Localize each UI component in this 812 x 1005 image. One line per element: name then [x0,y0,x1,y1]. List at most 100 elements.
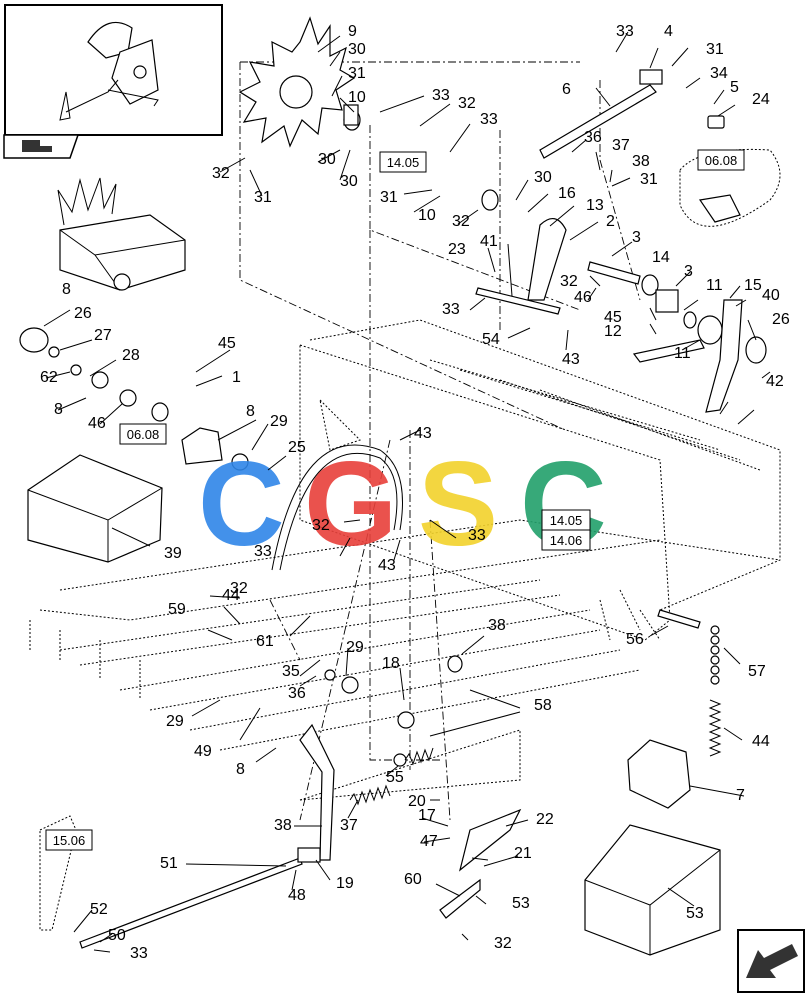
reference-box-3[interactable]: 06.08 [119,423,167,445]
reference-box-4[interactable]: 14.05 [541,509,591,531]
cover-left [27,454,163,563]
callout-49: 49 [194,743,212,760]
callout-36: 36 [288,685,306,702]
clevis-21 [297,847,321,863]
callout-17: 17 [418,807,436,824]
callout-10: 10 [418,207,436,224]
callout-8: 8 [54,401,63,418]
callout-3: 3 [684,263,693,280]
lever-arm [539,69,663,159]
callout-33: 33 [468,527,486,544]
next-page-arrow-icon[interactable] [737,929,805,993]
callout-37: 37 [612,137,630,154]
reference-box-2[interactable]: 06.08 [697,149,745,171]
callout-44: 44 [222,587,240,604]
bracket-plate [632,339,705,363]
callout-32: 32 [494,935,512,952]
callout-54: 54 [482,331,500,348]
bearing-right [397,711,415,729]
callout-23: 23 [448,241,466,258]
callout-13: 13 [586,197,604,214]
callout-15: 15 [744,277,762,294]
callout-25: 25 [288,439,306,456]
callout-12: 12 [604,323,622,340]
callout-38: 38 [632,153,650,170]
callout-32: 32 [560,273,578,290]
callout-24: 24 [752,91,770,108]
control-rod [79,857,303,949]
callout-38: 38 [488,617,506,634]
callout-43: 43 [562,351,580,368]
callout-53: 53 [686,905,704,922]
bracket-57 [627,739,691,809]
callout-45: 45 [604,309,622,326]
callout-26: 26 [772,311,790,328]
hub-lower [481,189,499,211]
callout-8: 8 [62,281,71,298]
hub-upper [343,104,361,131]
callout-6: 6 [562,81,571,98]
callout-32: 32 [312,517,330,534]
callout-29: 29 [346,639,364,656]
callout-34: 34 [710,65,728,82]
callout-53: 53 [512,895,530,912]
washer-27 [70,364,82,376]
callout-30: 30 [534,169,552,186]
callout-43: 43 [414,425,432,442]
leader-lines [43,31,771,953]
reference-box-6[interactable]: 15.06 [45,829,93,851]
callout-37: 37 [340,817,358,834]
svg-text:06.08: 06.08 [127,427,160,442]
plate-19 [439,878,481,919]
callout-31: 31 [254,189,272,206]
callout-42: 42 [766,373,784,390]
callout-59: 59 [168,601,186,618]
callout-47: 47 [420,833,438,850]
shaft [475,287,561,315]
callout-58: 58 [534,697,552,714]
callout-33: 33 [432,87,450,104]
callout-7: 7 [736,787,745,804]
callout-1: 1 [232,369,241,386]
washer-26 [48,346,60,358]
callout-41: 41 [480,233,498,250]
nav-arrow-icon[interactable] [3,134,80,159]
svg-text:14.06: 14.06 [550,533,583,548]
callout-32: 32 [452,213,470,230]
callout-4: 4 [664,23,673,40]
callout-19: 19 [336,875,354,892]
callout-5: 5 [730,79,739,96]
bearing-upper [231,453,249,471]
callout-26: 26 [74,305,92,322]
reference-box-5[interactable]: 14.06 [541,529,591,551]
callout-14: 14 [652,249,670,266]
svg-text:C: C [520,437,607,571]
ref-assembly-part [698,194,741,223]
callout-35: 35 [282,663,300,680]
callout-31: 31 [706,41,724,58]
pin-58 [657,609,701,629]
callout-33: 33 [480,111,498,128]
shield-part [527,218,567,301]
svg-text:14.05: 14.05 [387,155,420,170]
callout-51: 51 [160,855,178,872]
callout-29: 29 [270,413,288,430]
callout-32: 32 [458,95,476,112]
disc-upper [697,315,723,345]
callout-39: 39 [164,545,182,562]
callout-57: 57 [748,663,766,680]
callout-9: 9 [348,23,357,40]
main-frame [29,319,781,801]
reference-box-1[interactable]: 14.05 [379,151,427,173]
callout-43: 43 [378,557,396,574]
washer [683,311,697,329]
watermark-logo: C G S C [198,437,607,571]
bushing [641,274,659,296]
ring-62 [91,371,109,389]
callout-30: 30 [340,173,358,190]
svg-text:C: C [198,437,285,571]
callout-62: 62 [40,369,58,386]
callout-56: 56 [626,631,644,648]
